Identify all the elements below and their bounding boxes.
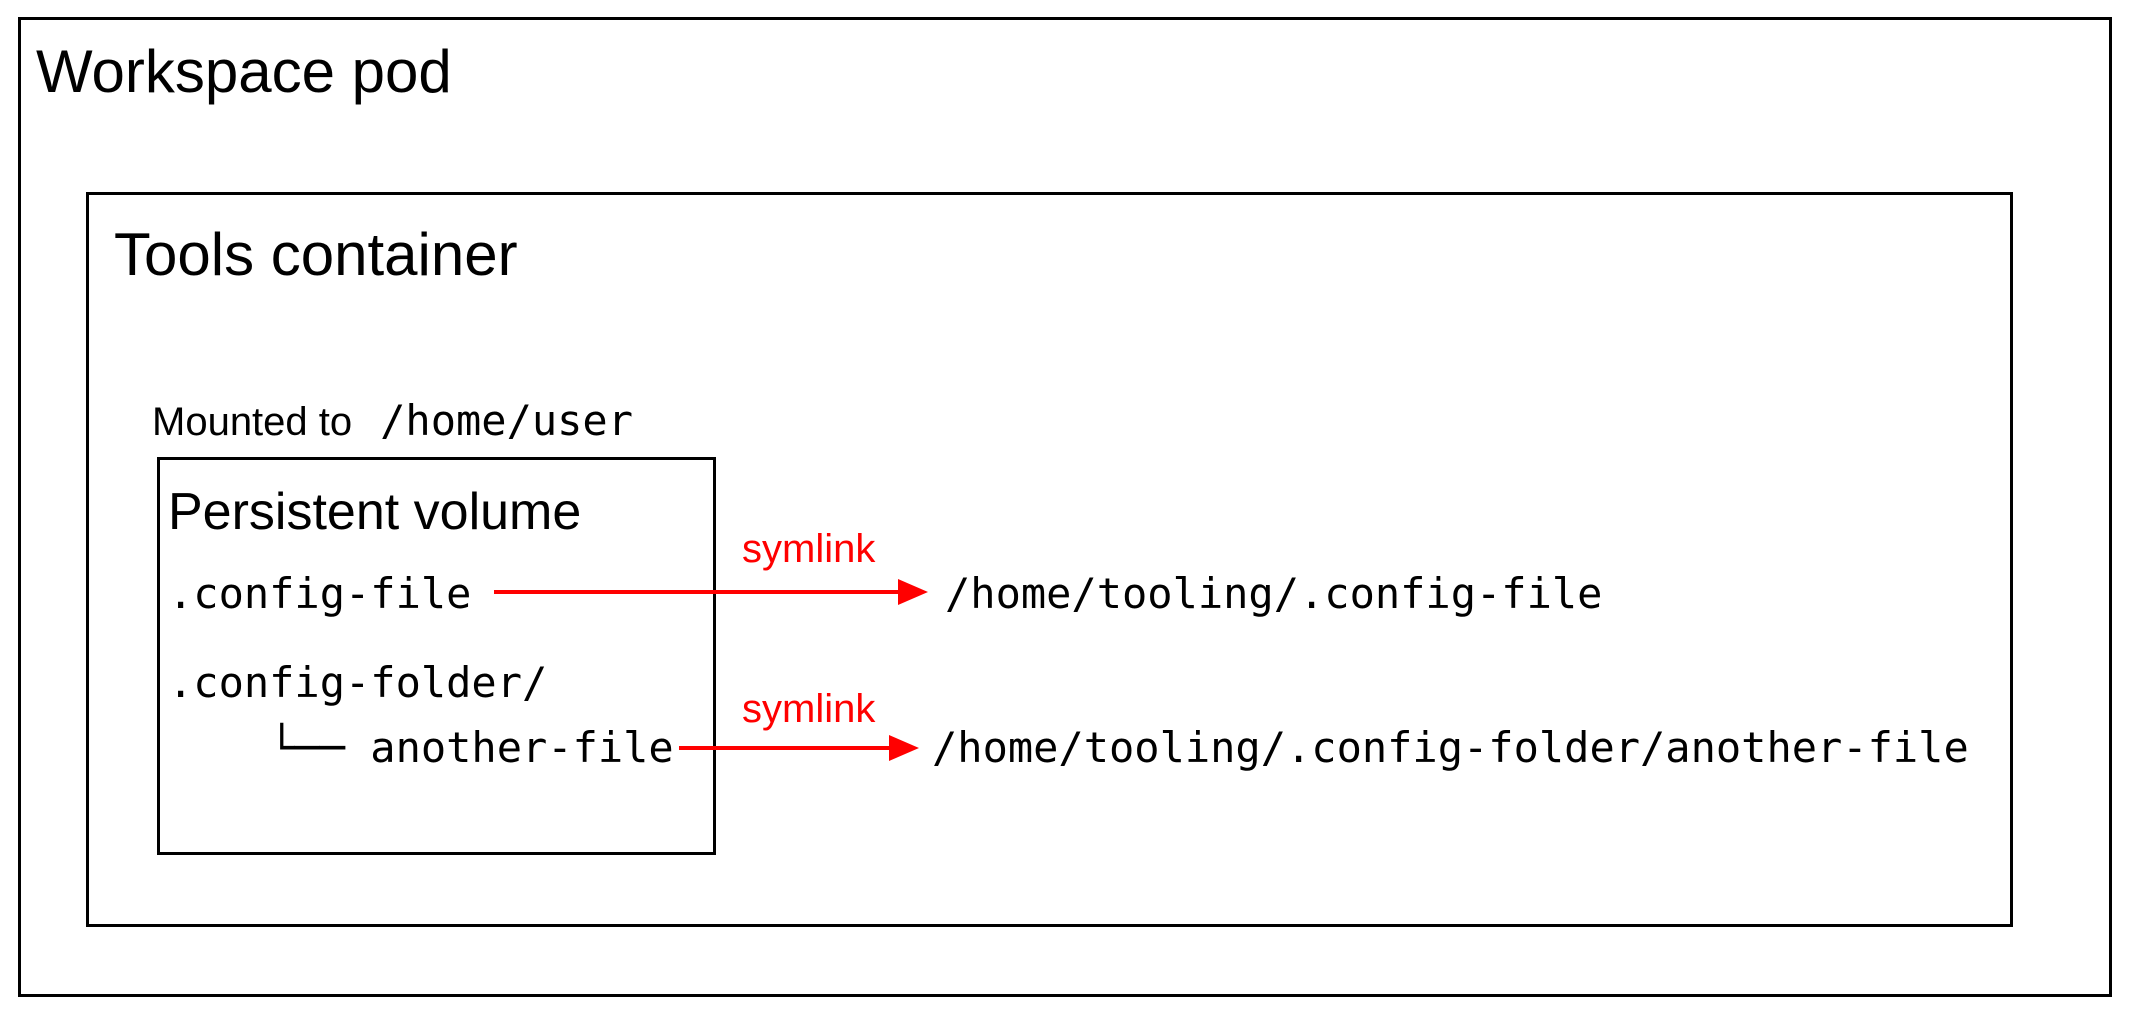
- symlink-target-path-2: /home/tooling/.config-folder/another-fil…: [932, 723, 1969, 772]
- symlink-target-path-1: /home/tooling/.config-file: [945, 569, 1603, 618]
- persistent-volume-box: [157, 457, 716, 855]
- symlink-label-2: symlink: [742, 687, 876, 731]
- workspace-pod-title: Workspace pod: [36, 38, 452, 105]
- pv-entry-another-file: └── another-file: [168, 723, 674, 772]
- pv-entry-config-file: .config-file: [168, 569, 472, 618]
- symlink-label-1: symlink: [742, 527, 876, 571]
- persistent-volume-title: Persistent volume: [168, 483, 582, 541]
- workspace-pod-box: [18, 17, 2112, 997]
- tools-container-box: [86, 192, 2013, 927]
- mount-note: Mounted to/home/user: [152, 400, 633, 444]
- mount-note-path: /home/user: [380, 396, 634, 445]
- pv-entry-config-folder: .config-folder/: [168, 658, 548, 707]
- mount-note-prefix: Mounted to: [152, 400, 353, 444]
- tools-container-title: Tools container: [114, 221, 518, 288]
